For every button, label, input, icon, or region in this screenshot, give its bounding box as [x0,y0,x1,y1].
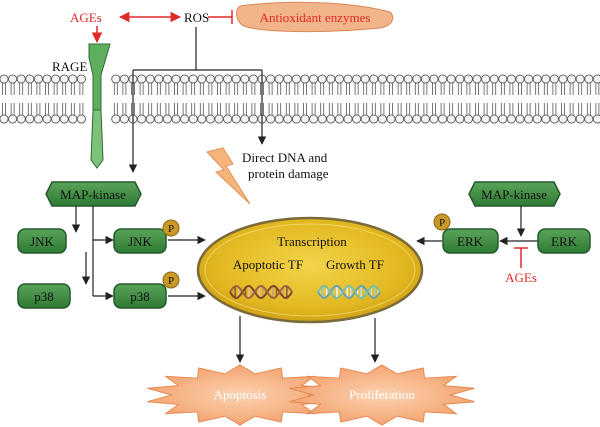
phosphate-icon [162,271,180,289]
proliferation-burst: Proliferation [289,364,475,426]
ros-label: ROS [184,10,209,25]
phosphate-icon [433,213,451,231]
apoptosis-burst: Apoptosis [147,364,333,426]
erk-phospho-box: ERK P [433,213,499,254]
svg-text:P: P [168,275,174,287]
jnk-p-label: JNK [128,234,152,249]
cell-membrane [0,74,600,124]
apoptotic-tf-label: Apoptotic TF [233,257,303,272]
p38-p-label: p38 [130,289,150,304]
ages-top-label: AGEs [70,10,102,25]
dna-apoptotic-icon [229,284,293,300]
ages-right-label: AGEs [505,270,537,285]
map-kinase-right-label: MAP-kinase [481,187,547,202]
phosphate-icon [162,219,180,237]
nucleus: Transcription Apoptotic TF Growth TF [196,216,424,324]
erk-box: ERK [537,228,591,254]
antioxidant-enzyme-shape [236,1,394,33]
map-kinase-left-label: MAP-kinase [60,187,126,202]
rage-label: RAGE [52,59,87,74]
svg-text:P: P [439,217,445,229]
p38-phospho-box: p38 P [113,271,180,309]
svg-text:P: P [168,223,174,235]
erk-label: ERK [551,234,578,249]
jnk-box: JNK [17,228,67,254]
damage-line1: Direct DNA and [242,150,328,165]
dna-growth-icon [317,284,381,300]
growth-tf-label: Growth TF [326,257,384,272]
transcription-label: Transcription [277,234,347,249]
ros-branches [128,27,267,173]
p38-label: p38 [34,289,54,304]
proliferation-label: Proliferation [349,387,415,402]
p38-box: p38 [17,283,71,309]
right-pathway-lines [416,206,538,246]
lightning-icon [206,147,251,205]
jnk-phospho-box: JNK P [113,219,180,254]
jnk-label: JNK [30,234,54,249]
map-kinase-right-box: MAP-kinase [468,181,561,207]
erk-p-label: ERK [457,234,484,249]
left-pathway-lines [71,206,206,301]
damage-line2: protein damage [248,166,329,181]
map-kinase-left-box: MAP-kinase [45,181,142,207]
rage-receptor [88,43,111,169]
apoptosis-label: Apoptosis [214,387,267,402]
antioxidant-label: Antioxidant enzymes [260,10,371,25]
